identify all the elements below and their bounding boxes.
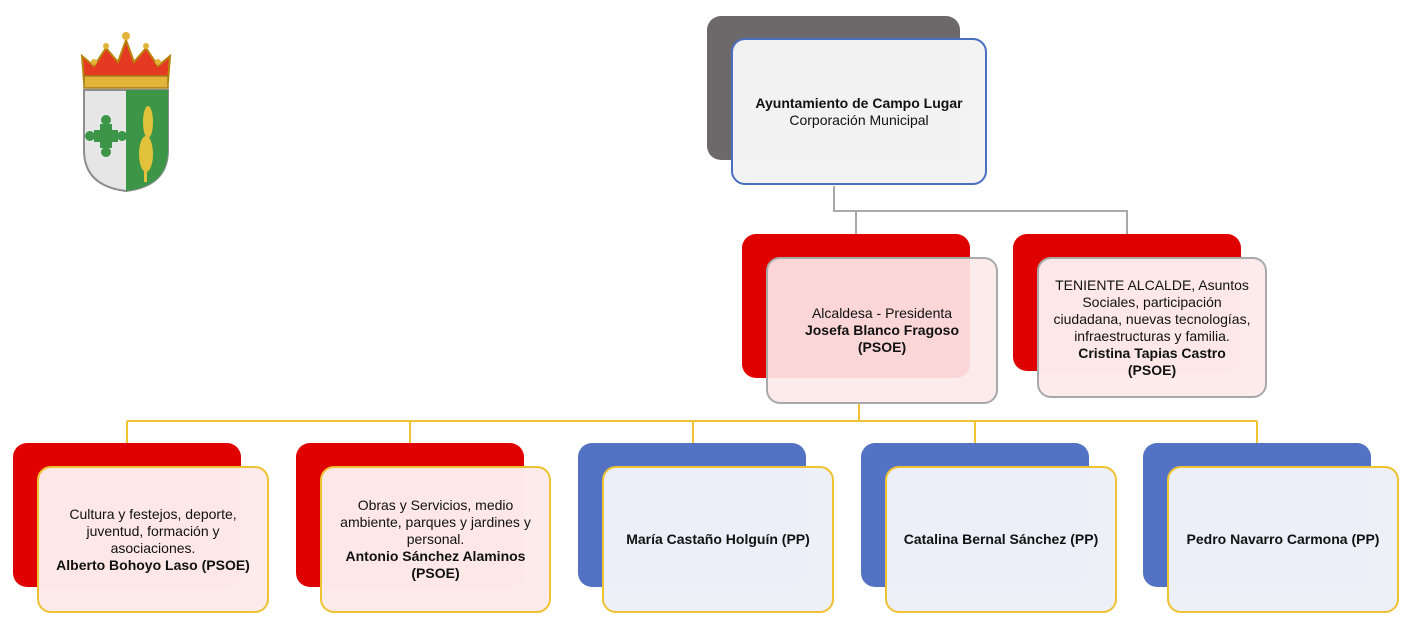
- teniente-role: TENIENTE ALCALDE, Asuntos Sociales, part…: [1053, 276, 1251, 344]
- concejal-1-name: Alberto Bohoyo Laso (PSOE): [56, 556, 250, 573]
- concejal-2-name: Antonio Sánchez Alaminos (PSOE): [345, 548, 526, 581]
- concejal-1-role: Cultura y festejos, deporte, juventud, f…: [69, 505, 237, 556]
- concejal-3-name: María Castaño Holguín (PP): [626, 531, 810, 547]
- top-node-title: Ayuntamiento de Campo Lugar: [755, 94, 963, 111]
- concejal-2-role: Obras y Servicios, medio ambiente, parqu…: [340, 497, 531, 547]
- concejal-5-node: Pedro Navarro Carmona (PP): [1167, 466, 1399, 613]
- alcaldesa-name: Josefa Blanco Fragoso (PSOE): [804, 322, 960, 355]
- coat-of-arms-icon: [80, 32, 172, 193]
- alcaldesa-role: Alcaldesa - Presidenta: [811, 305, 953, 321]
- concejal-1-node: Cultura y festejos, deporte, juventud, f…: [37, 466, 269, 613]
- concejal-4-name: Catalina Bernal Sánchez (PP): [903, 531, 1099, 547]
- teniente-name: Cristina Tapias Castro (PSOE): [1078, 344, 1226, 378]
- alcaldesa-node: Alcaldesa - Presidenta Josefa Blanco Fra…: [766, 257, 998, 404]
- top-node-subtitle: Corporación Municipal: [789, 111, 929, 128]
- concejal-2-node: Obras y Servicios, medio ambiente, parqu…: [320, 466, 551, 613]
- concejal-3-node: María Castaño Holguín (PP): [602, 466, 834, 613]
- top-node: Ayuntamiento de Campo Lugar Corporación …: [731, 38, 987, 185]
- concejal-4-node: Catalina Bernal Sánchez (PP): [885, 466, 1117, 613]
- teniente-node: TENIENTE ALCALDE, Asuntos Sociales, part…: [1037, 257, 1267, 398]
- concejal-5-name: Pedro Navarro Carmona (PP): [1186, 531, 1380, 547]
